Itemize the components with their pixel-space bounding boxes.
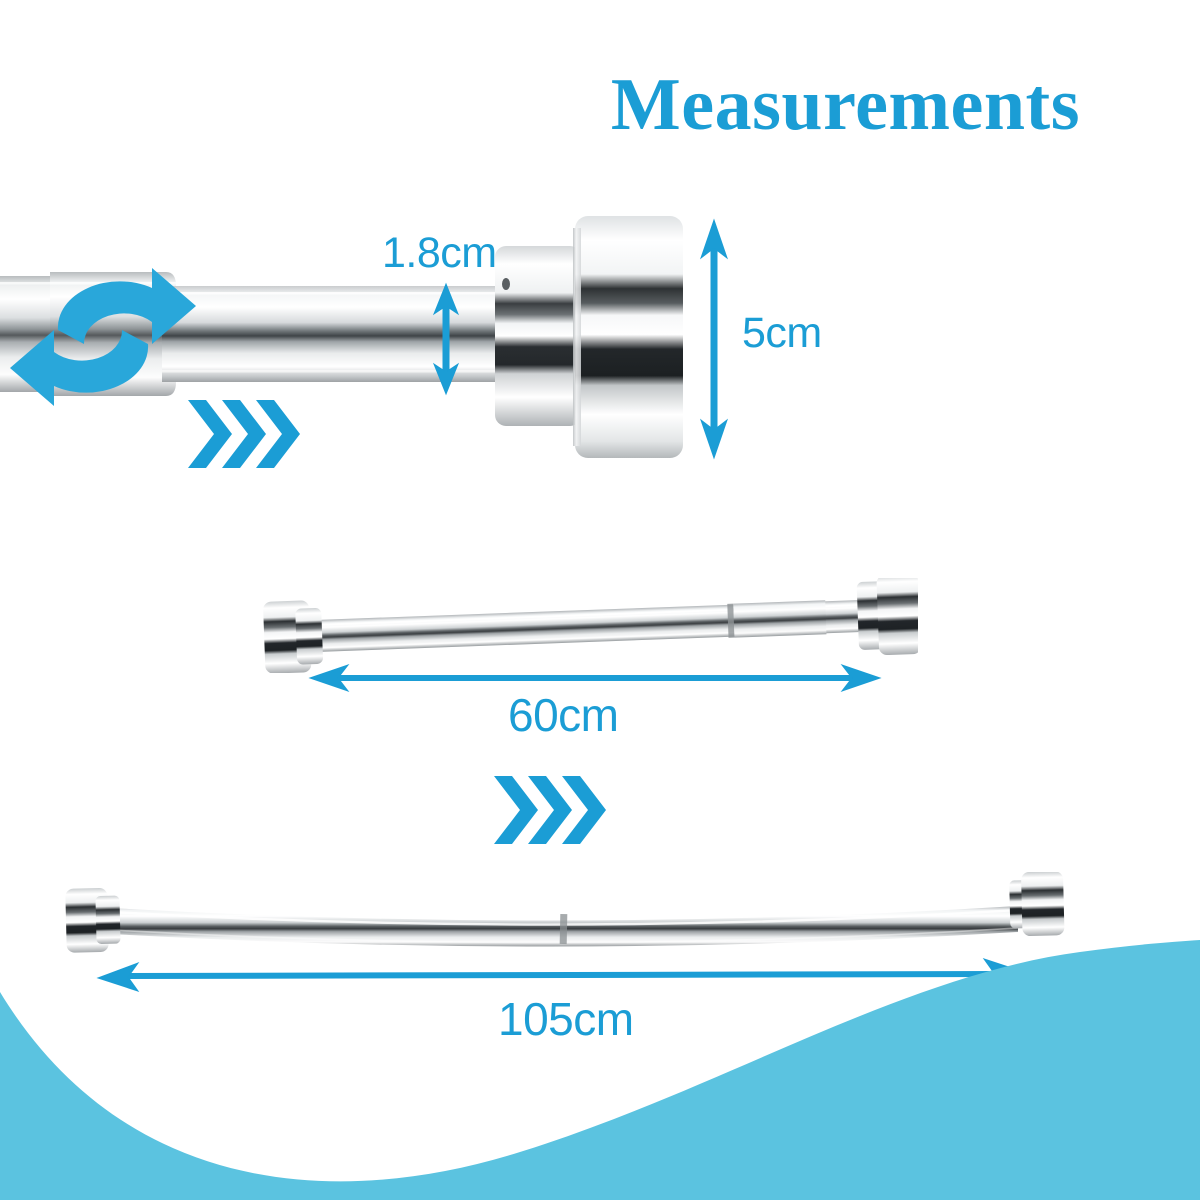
rod-short-illustration [263, 578, 918, 673]
chevron-right-icon [494, 776, 606, 844]
chevron-right-icon [188, 400, 300, 468]
expand-chevrons-top [188, 400, 300, 468]
page-title: Measurements [610, 64, 1080, 146]
rod-long-length-label: 105cm [498, 993, 634, 1045]
rod-long-illustration [65, 872, 1065, 953]
diameter-label: 1.8cm [382, 229, 497, 277]
capsize-label: 5cm [742, 309, 822, 357]
rod-closeup-illustration [0, 216, 683, 458]
rod-short-length-label: 60cm [508, 689, 619, 741]
bottom-wave-decoration [0, 940, 1200, 1200]
expand-chevrons-middle [494, 776, 606, 844]
capsize-arrow [699, 218, 729, 460]
